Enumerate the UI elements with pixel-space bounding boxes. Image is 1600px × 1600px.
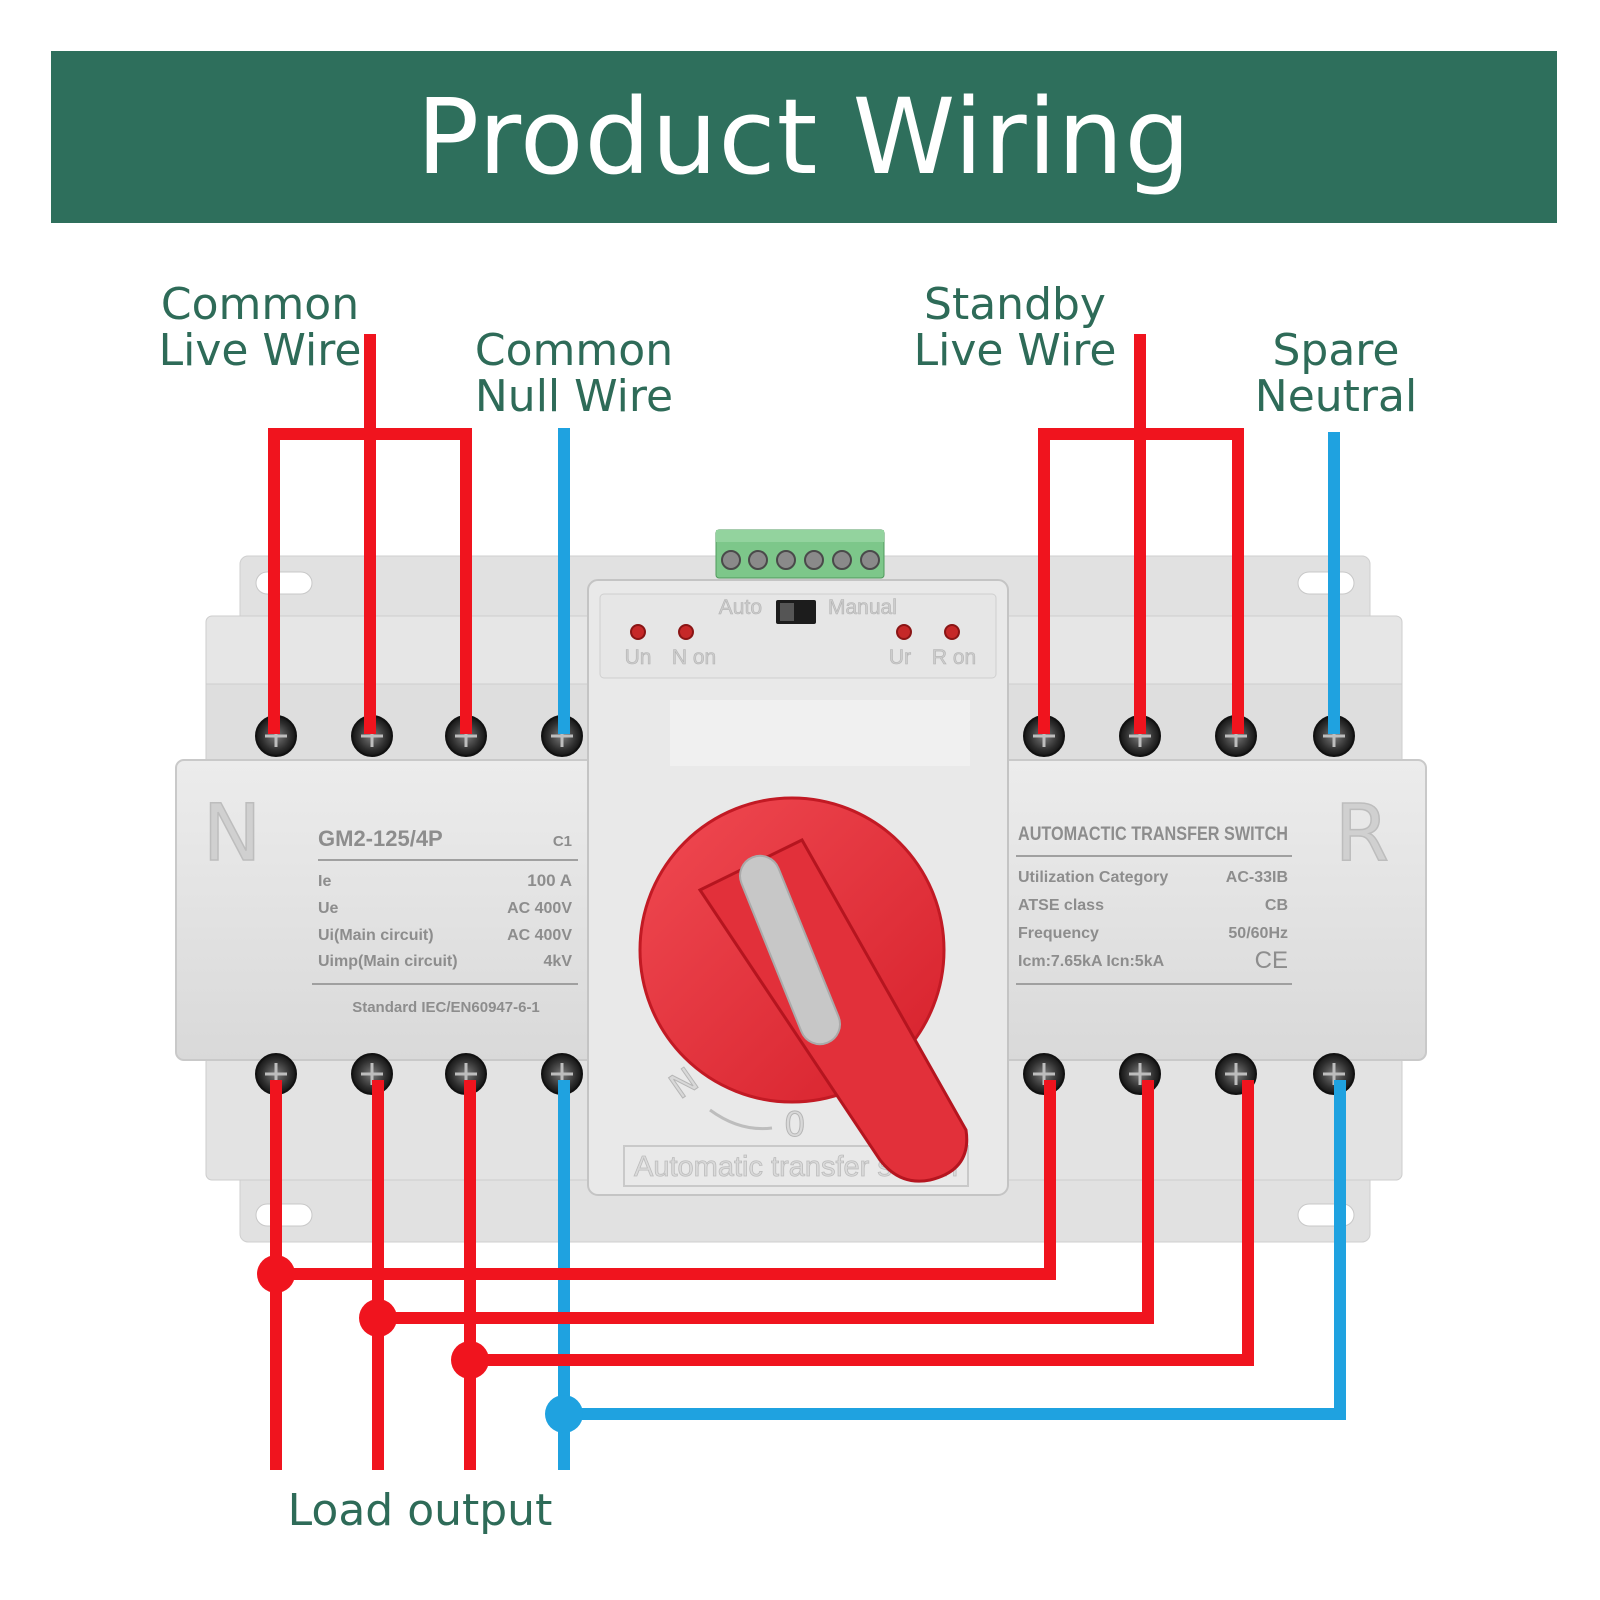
spec-key: Uimp(Main circuit) [318,953,458,970]
indicator-label: N on [672,646,716,669]
device-type-title: AUTOMACTIC TRANSFER SWITCH [1018,824,1288,845]
indicator-panel [599,593,997,679]
spec-value: CB [1265,897,1288,914]
position-arrow [709,1108,773,1131]
spec-value: 50/60Hz [1228,925,1288,942]
indicator-led-un [630,624,646,640]
auto-manual-switch-knob [780,603,794,621]
current-ratings: Icm:7.65kA Icn:5kA [1018,953,1165,970]
spec-key: Frequency [1018,925,1099,942]
handle-position-0: 0 [784,1105,806,1145]
left-rating-plate: GM2-125/4P C1 Ie 100 A Ue AC 400V Ui(Mai… [312,826,578,1016]
spec-key: Utilization Category [1018,869,1168,886]
indicator-label: Un [625,646,652,669]
rotary-handle[interactable] [638,796,969,1183]
label-load-output: Load output [287,1485,553,1536]
tie-n [564,1080,1346,1420]
indicator-label: Ur [889,646,911,669]
bottom-label-frame [623,1145,969,1187]
tie-l3 [470,1080,1254,1366]
mount-slot [255,571,313,595]
mode-manual-label: Manual [828,596,897,619]
label-common-null-wire: Common Null Wire [474,325,674,422]
indicator-led-r-on [944,624,960,640]
standby-live-wire-bus [1038,428,1244,734]
indicator-led-n-on [678,624,694,640]
spec-value: AC 400V [507,900,572,917]
mount-slot [255,1203,313,1227]
transfer-switch-device: N R GM2-125/4P C1 Ie 100 A Ue AC 400V Ui… [175,529,1427,1243]
spec-key: Ue [318,900,339,917]
spec-value: AC 400V [507,927,572,944]
label-window [670,700,970,766]
label-standby-live-wire: Standby Live Wire [913,279,1117,376]
indicator-label: R on [932,646,976,669]
standard-text: Standard IEC/EN60947-6-1 [352,999,540,1016]
tie-l2 [378,1080,1154,1324]
mount-slot [1297,571,1355,595]
junction-dot [359,1299,397,1337]
wires [257,334,1346,1470]
right-rating-plate: AUTOMACTIC TRANSFER SWITCH Utilization C… [1016,824,1292,985]
label-spare-neutral: Spare Neutral [1254,325,1418,422]
junction-dot [451,1341,489,1379]
spec-key: Ie [318,873,331,890]
mode-auto-label: Auto [719,596,762,619]
header-banner: Product Wiring [51,51,1557,223]
spec-value: 100 A [527,871,572,890]
right-side-letter: R [1335,789,1389,879]
indicator-led-ur [896,624,912,640]
tie-l1 [276,1080,1056,1280]
spec-value: AC-33IB [1226,869,1288,886]
junction-dot [545,1395,583,1433]
terminal-screw [1119,715,1161,757]
spec-key: ATSE class [1018,897,1104,914]
terminal-screw [255,1053,297,1095]
left-side-letter: N [203,789,261,879]
spec-value: 4kV [544,953,573,970]
control-terminal-strip [715,529,885,579]
junction-dot [257,1255,295,1293]
page-title: Product Wiring [416,76,1192,198]
common-live-wire-bus [268,428,472,734]
model-number: GM2-125/4P [318,826,443,851]
label-common-live-wire: Common Live Wire [158,279,362,376]
curve-code: C1 [553,833,572,850]
ce-mark: CE [1255,947,1288,974]
spec-key: Ui(Main circuit) [318,927,434,944]
